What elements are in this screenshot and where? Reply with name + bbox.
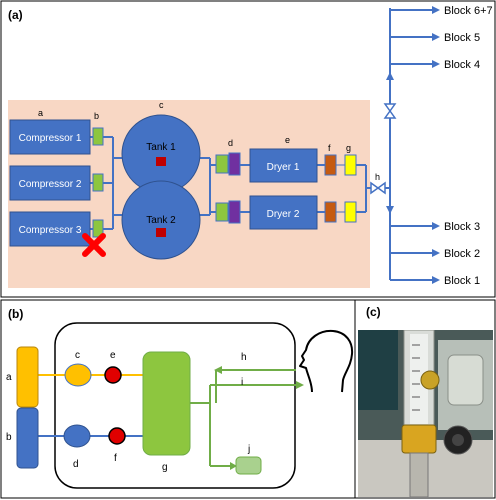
dryers: Dryer 1 Dryer 2: [249, 148, 318, 230]
compressor-label: Compressor 2: [19, 179, 82, 190]
svg-text:g: g: [162, 462, 168, 473]
panel-b-label: (b): [8, 307, 23, 321]
device-enclosure: [54, 322, 296, 489]
block-label-top: Block 4: [444, 59, 480, 71]
valve-e: [104, 366, 122, 384]
svg-text:i: i: [241, 377, 243, 388]
svg-text:b: b: [6, 432, 12, 443]
valve-icon: [383, 103, 397, 119]
distribution-arrowheads: [386, 6, 440, 284]
compressor-1: [9, 119, 91, 155]
svg-text:d: d: [228, 138, 233, 148]
svg-text:h: h: [375, 172, 380, 182]
tank-label: Tank 2: [146, 215, 176, 226]
svg-text:f: f: [114, 453, 117, 464]
block-label-top: Block 5: [444, 32, 480, 44]
tank-2: [121, 180, 201, 260]
filters-f-g: [324, 154, 357, 223]
svg-text:e: e: [110, 350, 116, 361]
valve-icon: [370, 181, 386, 195]
dryer-2: [249, 195, 318, 230]
block-labels: Block 6+7 Block 5 Block 4 Block 3 Block …: [444, 5, 493, 287]
svg-text:f: f: [328, 143, 331, 153]
svg-text:b: b: [94, 111, 99, 121]
outlet-j: [235, 456, 262, 475]
compressor-label: Compressor 1: [19, 133, 82, 144]
svg-text:e: e: [285, 135, 290, 145]
regulator-d: [63, 424, 91, 448]
compressor-2: [9, 165, 91, 201]
compressor-3: [9, 211, 91, 247]
flowmeter-illustration: [358, 330, 493, 497]
tank-drain: [156, 228, 166, 237]
panel-b-arrowheads: [214, 366, 304, 470]
compressor-label: Compressor 3: [19, 225, 82, 236]
filters-b: [92, 127, 104, 238]
head-profile-icon: [299, 329, 354, 393]
panel-b-letters: a b c d e f g h i j: [6, 350, 250, 473]
panel-c-label: (c): [366, 305, 381, 319]
block-label-top: Block 6+7: [444, 5, 493, 17]
mixer-g: [142, 351, 191, 456]
component-letters: a b c d e f g h: [38, 100, 380, 182]
filters-d: [215, 152, 241, 224]
regulator-c: [64, 363, 92, 387]
valve-f: [108, 427, 126, 445]
svg-text:a: a: [6, 372, 12, 383]
block-label-bottom: Block 3: [444, 221, 480, 233]
svg-text:h: h: [241, 352, 247, 363]
block-label-bottom: Block 2: [444, 248, 480, 260]
svg-text:d: d: [73, 459, 79, 470]
panel-b-lines: [38, 369, 296, 467]
failure-x-icon: [82, 233, 106, 257]
compressors: Compressor 1 Compressor 2 Compressor 3: [9, 119, 91, 247]
svg-text:c: c: [159, 100, 164, 110]
svg-text:g: g: [346, 143, 351, 153]
supply-a: [16, 346, 39, 408]
dryer-label: Dryer 2: [267, 209, 300, 220]
tanks: Tank 1 Tank 2: [121, 114, 201, 260]
svg-text:a: a: [38, 108, 43, 118]
block-label-bottom: Block 1: [444, 275, 480, 287]
tank-label: Tank 1: [146, 142, 176, 153]
supply-b: [16, 407, 39, 469]
flowmeter-photo: [358, 330, 493, 497]
dryer-label: Dryer 1: [267, 162, 300, 173]
dryer-1: [249, 148, 318, 183]
tank-drain: [156, 157, 166, 166]
svg-text:j: j: [247, 444, 250, 455]
svg-text:c: c: [75, 350, 80, 361]
panel-a-label: (a): [8, 8, 23, 22]
distribution-lines: [389, 8, 432, 281]
